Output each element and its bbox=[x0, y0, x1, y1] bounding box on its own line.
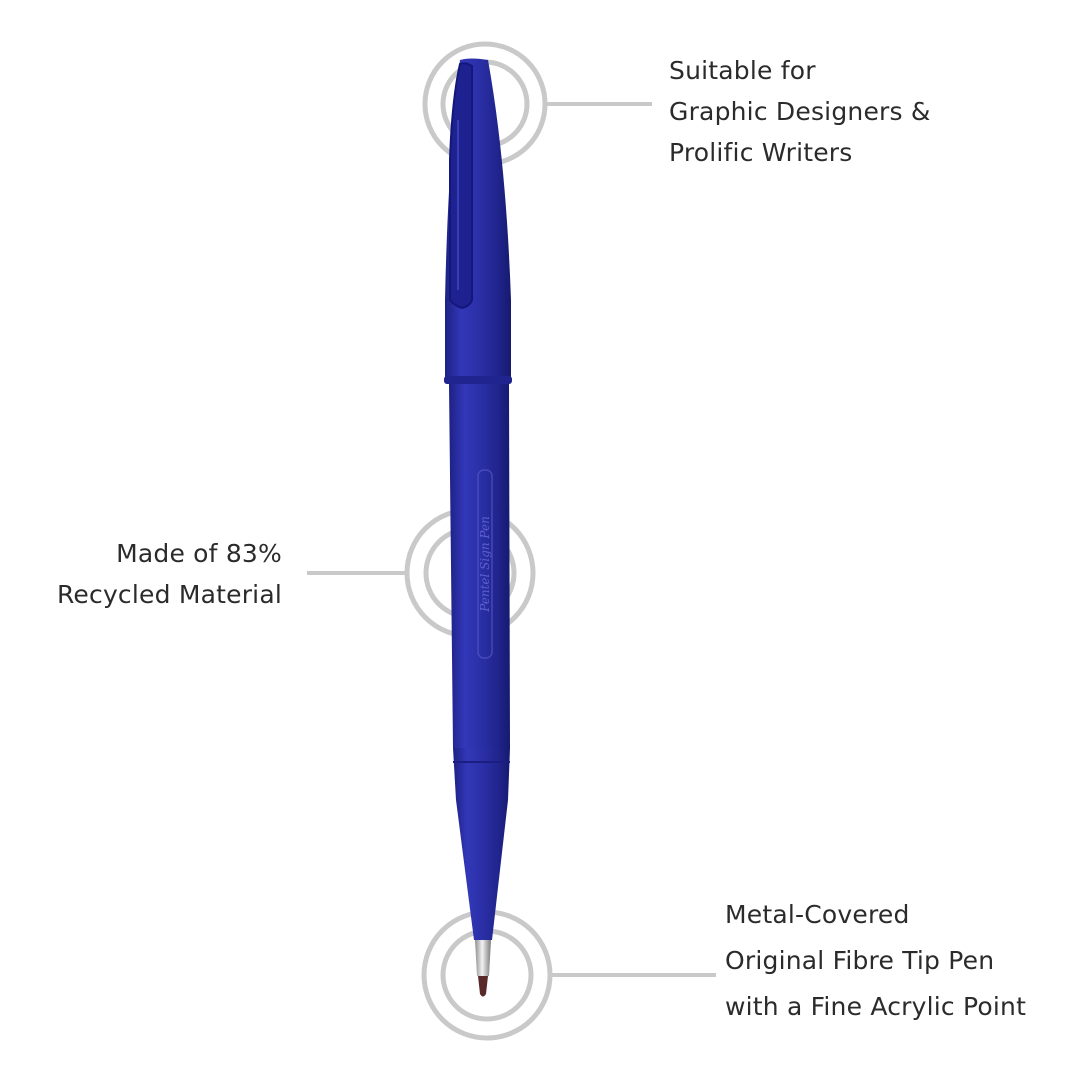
callout-marker-bottom bbox=[421, 909, 716, 1041]
callout-line: Made of 83% bbox=[116, 539, 282, 568]
callout-line: Original Fibre Tip Pen bbox=[725, 946, 995, 975]
callout-line: Graphic Designers & bbox=[669, 97, 931, 126]
callout-text-top: Suitable for Graphic Designers & Prolifi… bbox=[669, 50, 931, 173]
pen bbox=[444, 58, 512, 997]
cap-ring bbox=[444, 376, 512, 384]
metal-sleeve bbox=[475, 940, 491, 976]
callout-line: Prolific Writers bbox=[669, 138, 853, 167]
callout-line: with a Fine Acrylic Point bbox=[725, 992, 1027, 1021]
callout-line: Metal-Covered bbox=[725, 900, 910, 929]
pen-barrel bbox=[449, 384, 510, 748]
callout-text-bottom: Metal-Covered Original Fibre Tip Pen wit… bbox=[725, 892, 1026, 1030]
pen-brand-imprint: Pentel Sign Pen bbox=[478, 516, 492, 612]
callout-line: Suitable for bbox=[669, 56, 816, 85]
callout-line: Recycled Material bbox=[56, 580, 282, 609]
callout-text-middle: Made of 83% Recycled Material bbox=[57, 533, 282, 615]
imprint-panel bbox=[477, 469, 493, 659]
fibre-tip bbox=[478, 976, 488, 997]
pen-grip bbox=[453, 748, 510, 940]
pen-clip bbox=[449, 62, 473, 310]
